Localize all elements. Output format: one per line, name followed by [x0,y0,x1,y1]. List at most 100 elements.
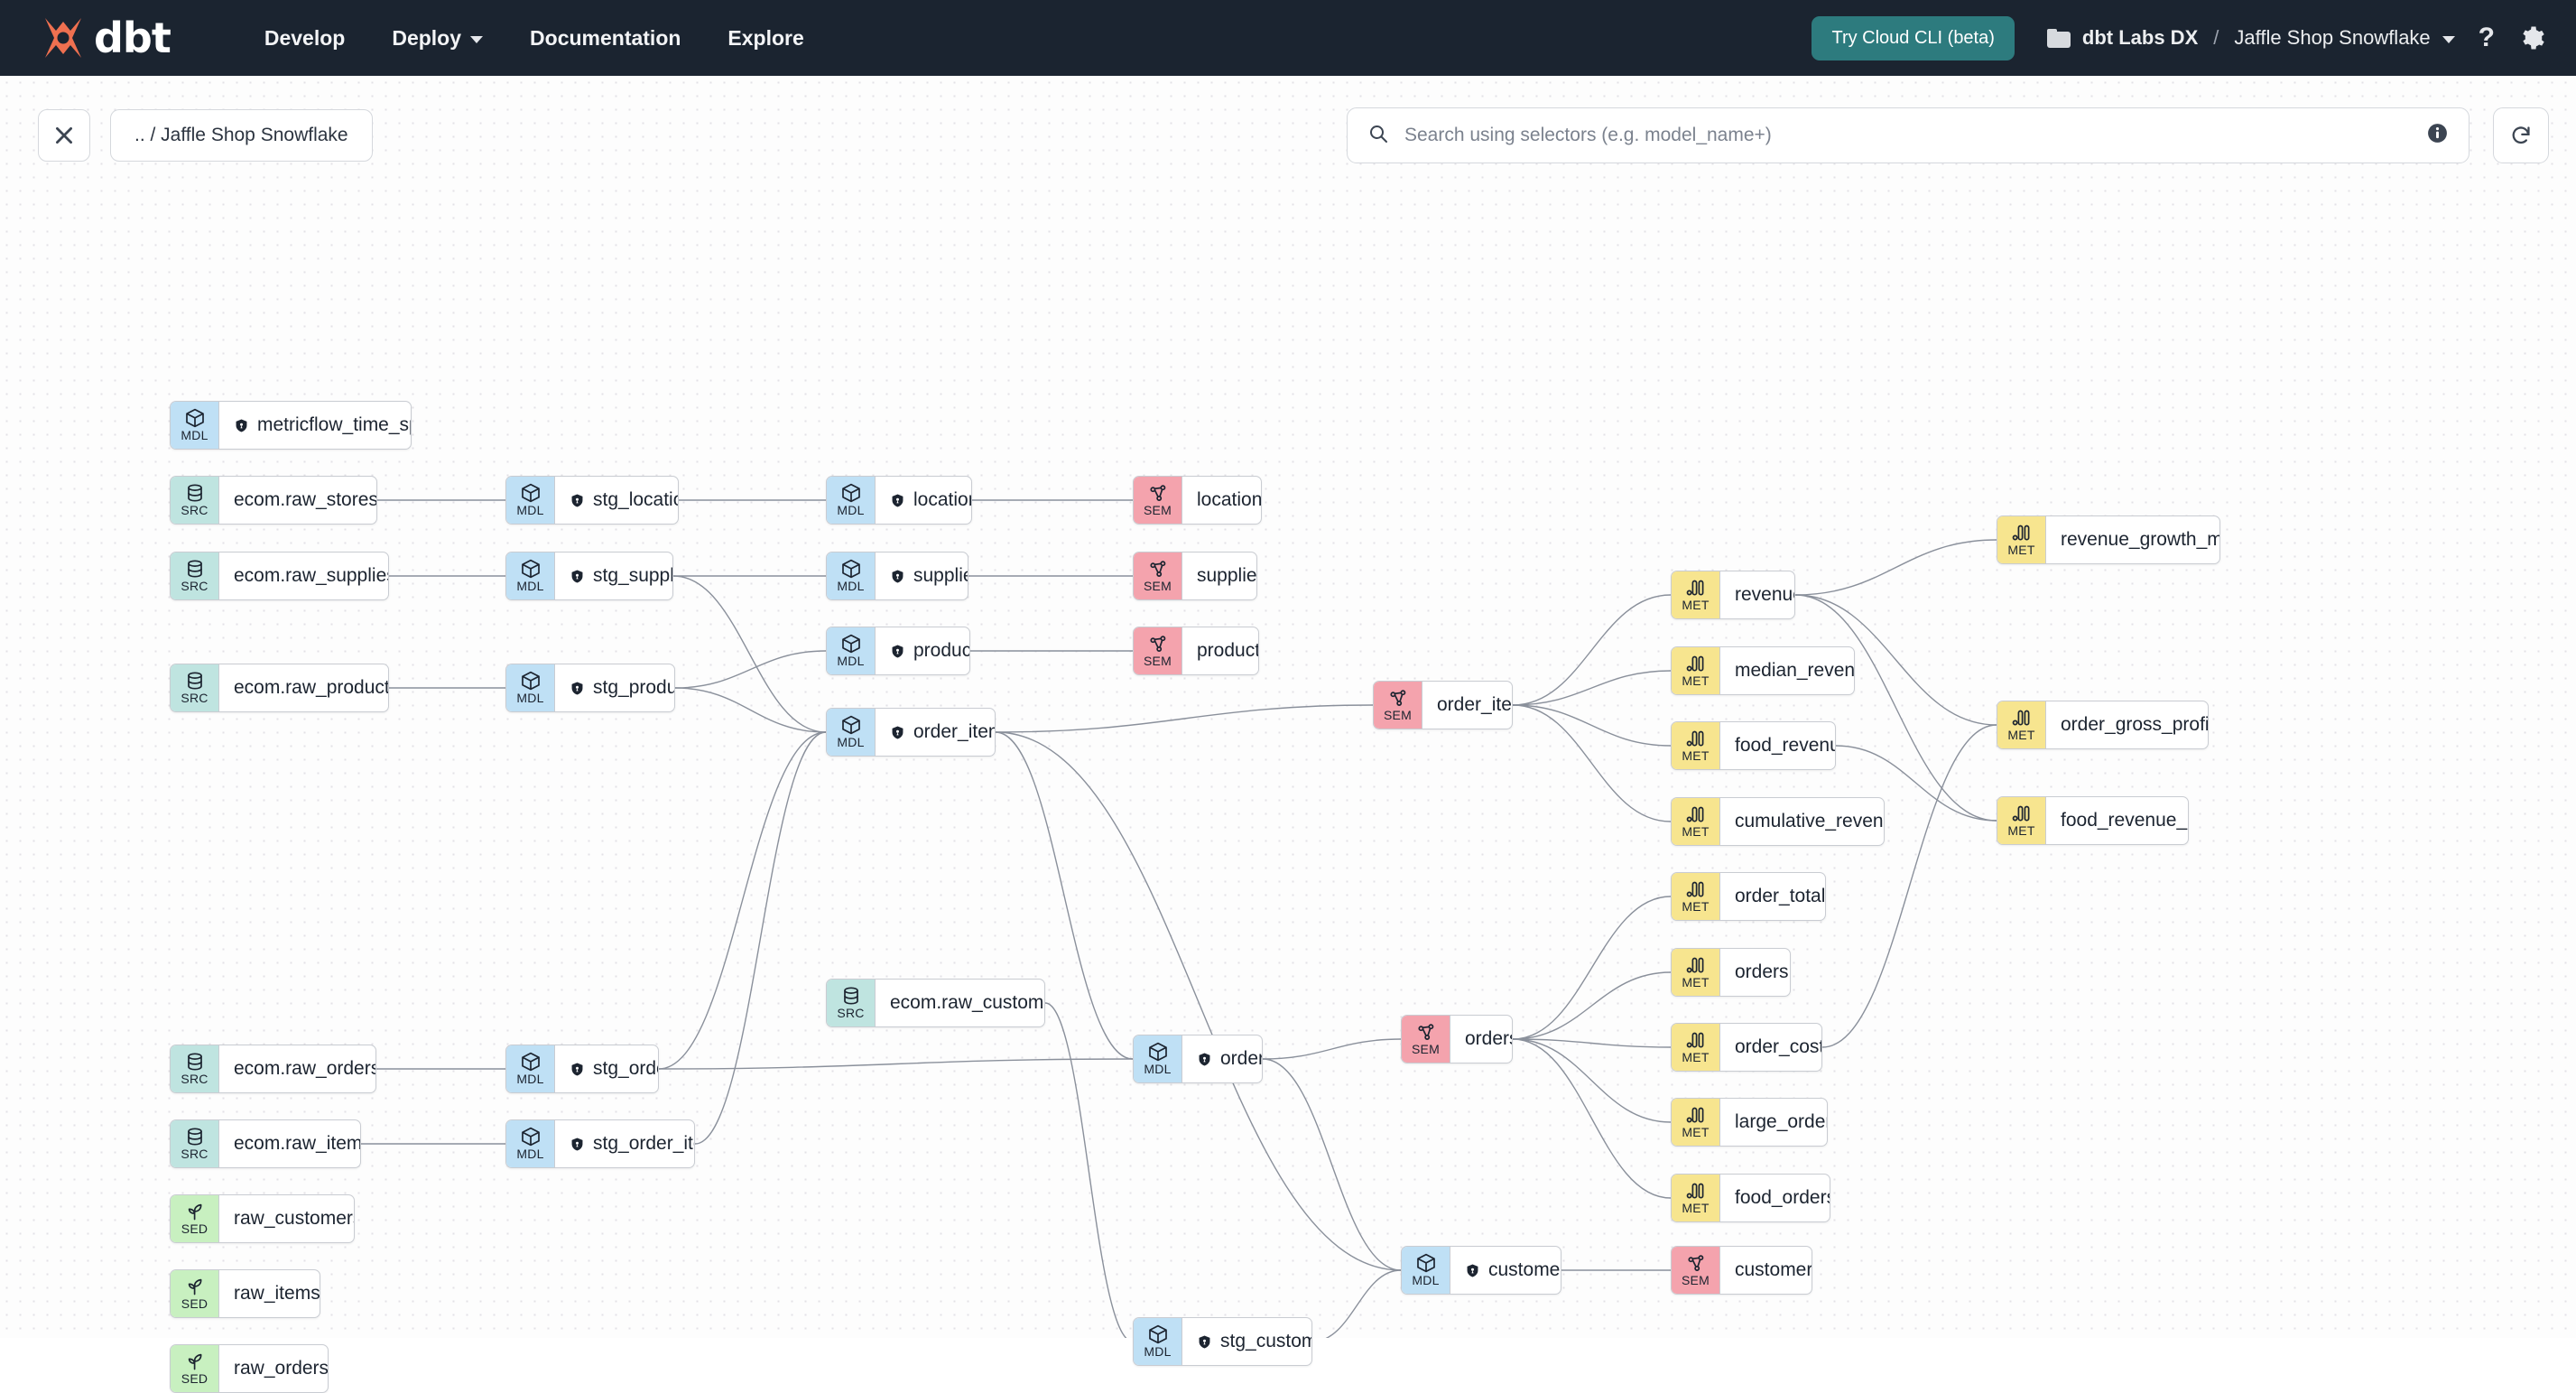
node-type-label: MET [1682,1124,1710,1139]
graph-node-met_orders[interactable]: MET orders [1671,948,1791,997]
graph-node-met_food_revenue[interactable]: MET food_revenue [1671,721,1836,770]
node-label: revenue [1735,584,1794,605]
lineage-graph: MDLmetricflow_time_spineSRCecom.raw_stor… [0,76,2576,1393]
src-icon [184,484,206,504]
help-icon[interactable]: ? [2479,23,2495,53]
nav-item-documentation[interactable]: Documentation [506,17,704,60]
sem-type-badge: SEM [1134,477,1182,524]
dbt-logo[interactable]: dbt [38,14,171,61]
met-type-badge: MET [1997,797,2046,844]
search-input[interactable] [1404,125,2411,146]
node-type-label: SRC [837,1005,865,1020]
account-project-breadcrumb[interactable]: dbt Labs DX / Jaffle Shop Snowflake [2046,26,2455,50]
graph-node-sem_supplies[interactable]: SEMsupplies [1133,552,1257,600]
node-label: products [913,640,970,661]
gear-icon[interactable] [2518,24,2545,51]
shield-icon [570,1137,585,1152]
node-label: food_revenue [1735,735,1835,756]
chevron-down-icon [470,35,484,43]
node-label: stg_orders [593,1058,658,1079]
try-cloud-cli-button[interactable]: Try Cloud CLI (beta) [1812,15,2015,60]
node-type-label: MET [1682,1200,1710,1215]
node-label: order_total [1735,886,1826,906]
graph-node-sem_locations[interactable]: SEMlocations [1133,476,1262,525]
breadcrumb-account: dbt Labs DX [2081,26,2199,49]
node-label: stg_supplies [593,565,673,586]
node-label: cumulative_revenue [1735,811,1884,831]
dbt-logo-icon [38,14,88,61]
edge-stg_order_items-to-order_items [694,731,827,1145]
node-body: stg_order_items [555,1120,694,1167]
node-label: stg_order_items [593,1133,694,1154]
graph-node-customers_mdl[interactable]: MDLcustomers [1401,1246,1561,1295]
met-type-badge: MET [1672,1099,1720,1146]
graph-node-products[interactable]: MDLproducts [826,627,970,675]
node-label: order_gross_profit [2061,714,2209,735]
graph-node-orders_mdl[interactable]: MDLorders [1133,1035,1263,1083]
graph-node-sem_products[interactable]: SEMproducts [1133,627,1259,675]
node-type-label: MET [1682,748,1710,763]
mdl-type-badge: MDL [506,553,555,599]
mdl-icon [184,409,206,429]
nav-item-explore[interactable]: Explore [704,17,827,60]
selector-search-bar[interactable] [1347,107,2469,163]
refresh-button[interactable] [2493,107,2549,163]
node-type-label: MET [1682,898,1710,914]
nav-label: Develop [264,25,346,50]
graph-node-supplies[interactable]: MDLsupplies [826,552,968,600]
graph-node-locations[interactable]: MDLlocations [826,476,972,525]
graph-node-sem_orders[interactable]: SEMorders [1401,1015,1513,1063]
info-circle-icon[interactable] [2426,122,2449,149]
mdl-icon [1147,1043,1169,1063]
canvas-breadcrumb[interactable]: .. / Jaffle Shop Snowflake [110,109,373,162]
src-type-badge: SRC [171,1120,219,1167]
lineage-canvas[interactable]: .. / Jaffle Shop Snowflake MDLmetricflow… [0,76,2576,1393]
node-body: food_revenue [1720,722,1835,769]
edge-sem_orders-to-met_food_orders [1512,1038,1672,1199]
graph-node-sem_customers[interactable]: SEMcustomers [1671,1246,1812,1295]
node-body: stg_supplies [555,553,673,599]
nav-item-deploy[interactable]: Deploy [368,17,506,60]
sed-icon [184,1277,206,1297]
edge-stg_orders-to-order_items [658,731,827,1070]
edge-sem_order_item-to-met_cumulative_revenue [1512,704,1672,822]
node-body: order_cost [1720,1024,1821,1071]
close-button[interactable] [38,109,90,162]
graph-node-met_order_total[interactable]: MET order_total [1671,872,1826,921]
src-icon [840,987,862,1007]
node-label: orders [1735,961,1789,982]
sem-icon [1387,689,1409,709]
node-label: ecom.raw_orders [234,1058,376,1079]
nav-item-develop[interactable]: Develop [241,17,368,60]
edge-sem_order_item-to-met_median_revenue [1512,670,1672,706]
node-label: products [1197,640,1258,661]
graph-node-stg_supplies[interactable]: MDL stg_supplies [505,552,673,600]
met-type-badge: MET [1672,949,1720,996]
